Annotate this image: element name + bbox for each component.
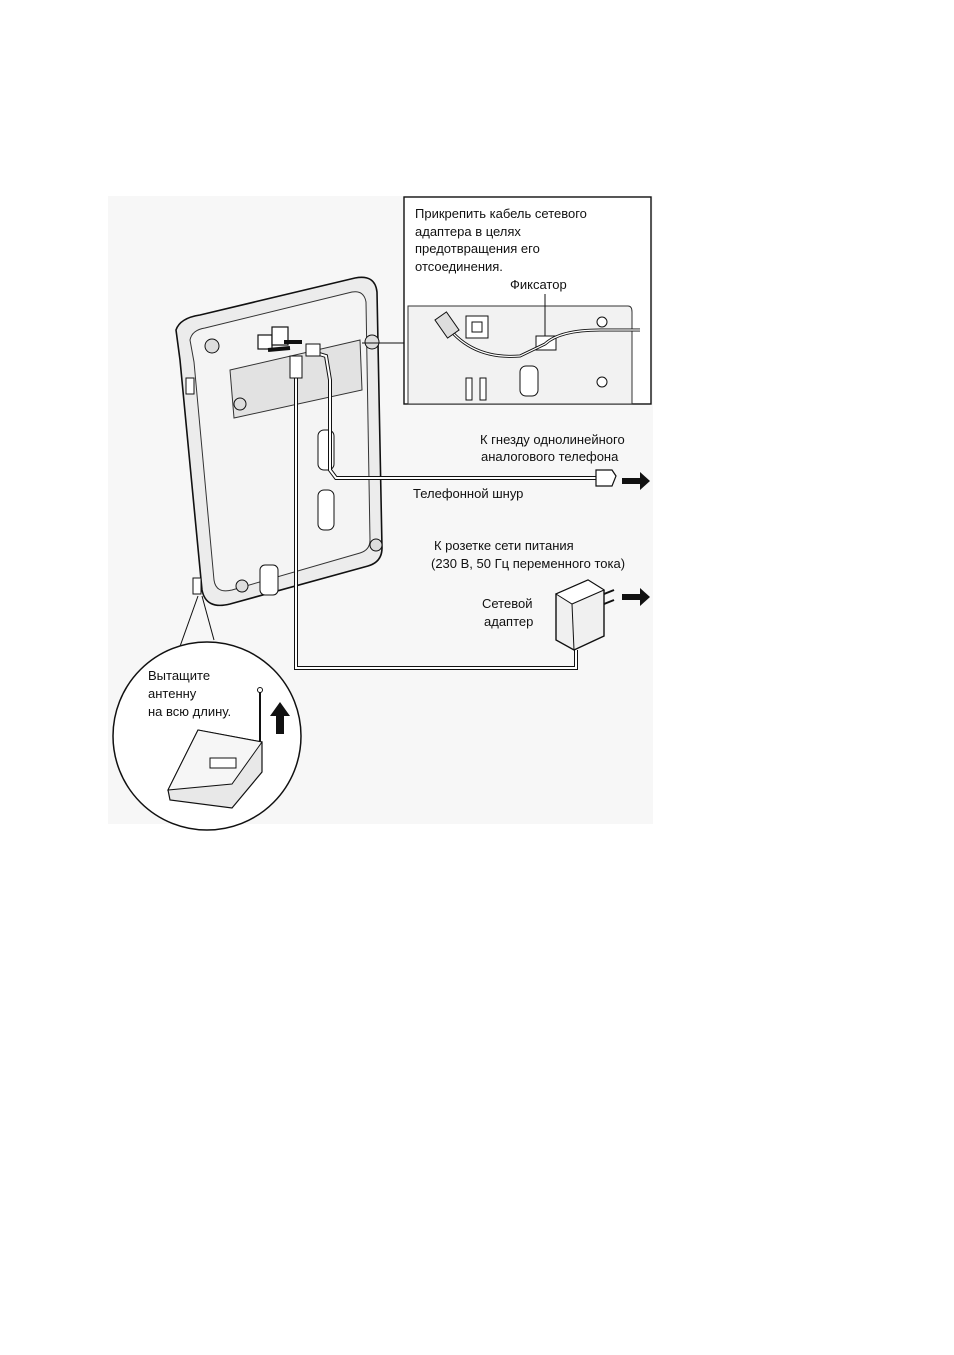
power-outlet-line-2: (230 В, 50 Гц переменного тока): [431, 556, 625, 571]
phone-cord-label: Телефонной шнур: [413, 486, 523, 501]
base-unit: [176, 277, 382, 605]
antenna-line-3: на всю длину.: [148, 704, 231, 719]
retainer-label: Фиксатор: [510, 277, 567, 292]
adapter-label-1: Сетевой: [482, 596, 532, 611]
line-plug: [306, 344, 320, 356]
phone-jack-line-2: аналогового телефона: [481, 449, 619, 464]
callout-line-3: предотвращения его: [415, 241, 540, 256]
power-outlet-line-1: К розетке сети питания: [434, 538, 574, 553]
callout-line-4: отсоединения.: [415, 259, 503, 274]
phone-jack-line-1: К гнезду однолинейного: [480, 432, 625, 447]
phone-plug-icon: [596, 470, 616, 486]
callout-line-2: адаптера в целях: [415, 224, 521, 239]
adapter-label-2: адаптер: [484, 614, 533, 629]
antenna-line-2: антенну: [148, 686, 197, 701]
callout-box: Прикрепить кабель сетевого адаптера в це…: [362, 197, 651, 404]
callout-line-1: Прикрепить кабель сетевого: [415, 206, 587, 221]
antenna-line-1: Вытащите: [148, 668, 210, 683]
dc-in-port: [258, 335, 272, 349]
dc-plug: [290, 356, 302, 378]
